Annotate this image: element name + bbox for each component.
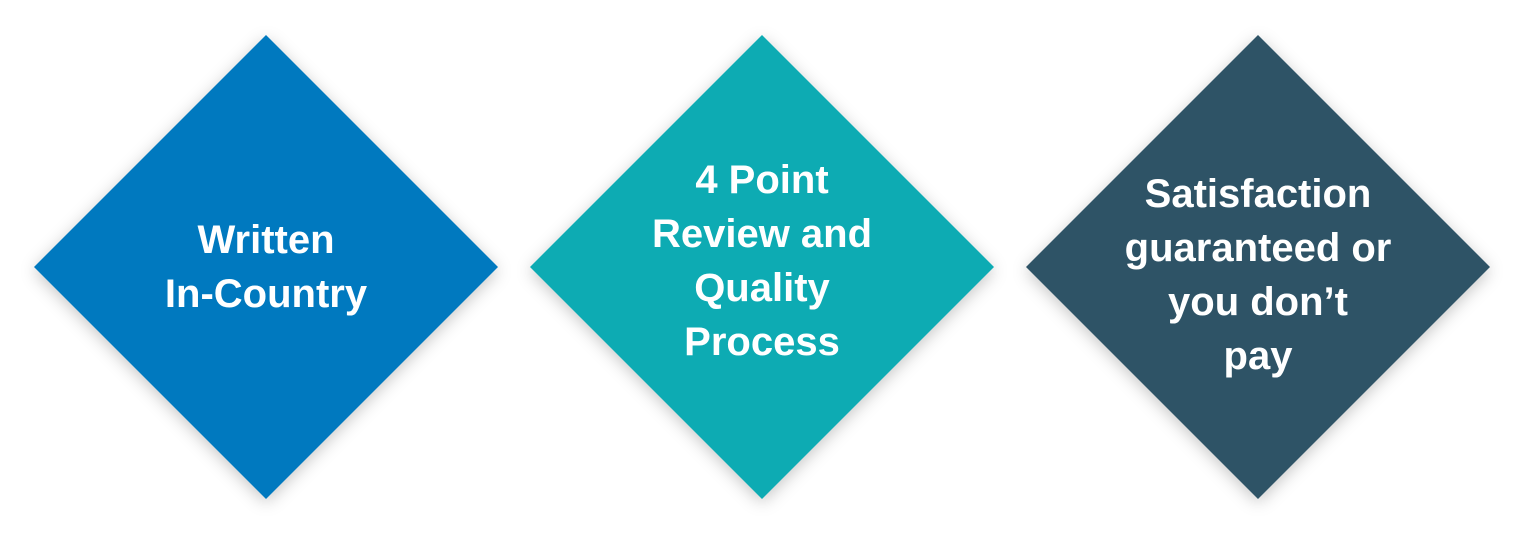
diamond-label: 4 Point Review and Quality Process (651, 158, 873, 364)
diamond-shape (34, 35, 498, 499)
diamond-label: Written In-Country (164, 218, 368, 316)
diamond-shape (530, 35, 994, 499)
diamond-satisfaction-guaranteed: Satisfaction guaranteed or you don’t pay (1026, 35, 1490, 499)
diamond-review-quality-process: 4 Point Review and Quality Process (530, 35, 994, 499)
diamond-label: Satisfaction guaranteed or you don’t pay (1124, 172, 1392, 378)
diamond-written-in-country: Written In-Country (34, 35, 498, 499)
diamond-shape (1026, 35, 1490, 499)
